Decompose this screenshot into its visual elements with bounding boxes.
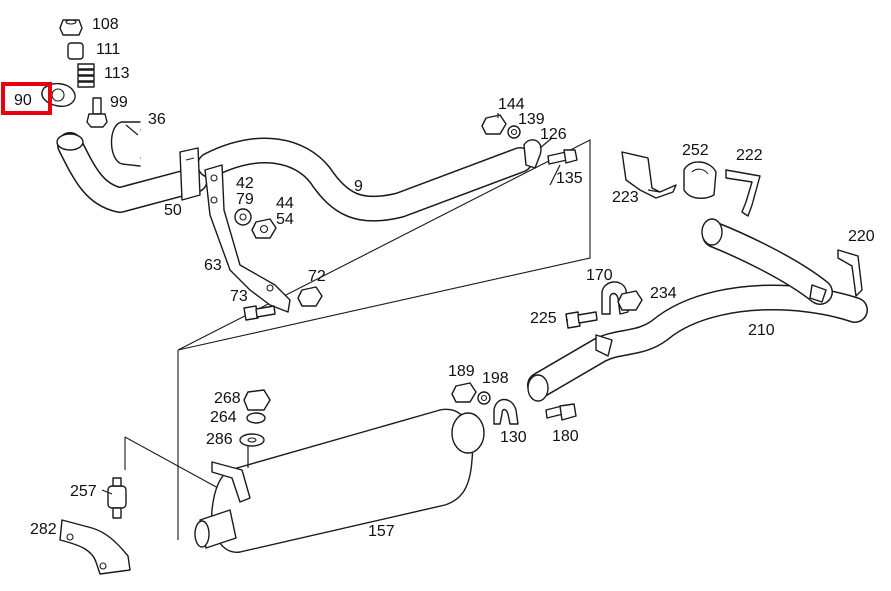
label-111[interactable]: 111 [96, 41, 120, 58]
label-126[interactable]: 126 [540, 126, 567, 143]
hanger-223[interactable] [621, 151, 677, 199]
assembly-outline [124, 139, 591, 540]
label-99[interactable]: 99 [110, 94, 128, 111]
label-54[interactable]: 54 [276, 211, 294, 228]
bolt-180[interactable] [545, 403, 577, 421]
label-42[interactable]: 42 [236, 175, 254, 192]
highlight-box [1, 82, 52, 115]
gasket-90[interactable] [41, 82, 76, 107]
bushing-111[interactable] [67, 42, 84, 60]
label-225[interactable]: 225 [530, 310, 557, 327]
washer-286[interactable] [239, 433, 265, 447]
label-282[interactable]: 282 [30, 521, 57, 538]
hanger-220[interactable] [837, 249, 863, 297]
clamp-50[interactable] [179, 147, 201, 201]
label-189[interactable]: 189 [448, 363, 475, 380]
label-264[interactable]: 264 [210, 409, 237, 426]
nut-268[interactable] [243, 389, 271, 411]
label-180[interactable]: 180 [552, 428, 579, 445]
highlighted-callout-90[interactable]: 90 [1, 82, 52, 115]
bracket-63[interactable] [204, 164, 291, 313]
rear-pipe-210[interactable] [527, 218, 868, 402]
label-90[interactable]: 90 [14, 92, 32, 109]
label-44[interactable]: 44 [276, 195, 294, 212]
clamp-126[interactable] [523, 139, 542, 169]
u-bolt-36[interactable] [110, 121, 141, 167]
label-268[interactable]: 268 [214, 390, 241, 407]
nut-144[interactable] [481, 114, 507, 135]
bolt-73[interactable] [243, 305, 276, 321]
callout-labels: 108 111 113 99 36 50 9 42 79 44 54 63 72… [30, 16, 875, 540]
label-198[interactable]: 198 [482, 370, 509, 387]
bolt-225[interactable] [565, 311, 598, 329]
bolt-135[interactable] [547, 149, 578, 165]
label-36[interactable]: 36 [148, 111, 166, 128]
label-113[interactable]: 113 [104, 65, 130, 82]
bracket-282[interactable] [59, 519, 131, 575]
label-9[interactable]: 9 [354, 178, 363, 195]
label-63[interactable]: 63 [204, 257, 222, 274]
mount-257[interactable] [107, 477, 127, 519]
muffler-157[interactable] [194, 408, 485, 553]
intermediate-pipe-9[interactable] [197, 137, 533, 222]
label-139[interactable]: 139 [518, 111, 545, 128]
label-73[interactable]: 73 [230, 288, 248, 305]
label-220[interactable]: 220 [848, 228, 875, 245]
spring-113[interactable] [77, 63, 95, 88]
label-170[interactable]: 170 [586, 267, 613, 284]
front-pipe[interactable] [56, 132, 208, 213]
label-108[interactable]: 108 [92, 16, 119, 33]
nut-108[interactable] [59, 19, 83, 36]
label-222[interactable]: 222 [736, 147, 763, 164]
label-210[interactable]: 210 [748, 322, 775, 339]
label-286[interactable]: 286 [206, 431, 233, 448]
bolt-99[interactable] [86, 97, 108, 128]
washer-264[interactable] [246, 412, 266, 424]
label-252[interactable]: 252 [682, 142, 709, 159]
leader-lines [101, 113, 661, 495]
nut-189[interactable] [451, 382, 477, 403]
label-130[interactable]: 130 [500, 429, 527, 446]
label-257[interactable]: 257 [70, 483, 97, 500]
label-144[interactable]: 144 [498, 96, 525, 113]
rubber-mount-252[interactable] [683, 161, 717, 199]
label-234[interactable]: 234 [650, 285, 677, 302]
washer-42-79[interactable] [234, 208, 252, 226]
label-157[interactable]: 157 [368, 523, 395, 540]
label-50[interactable]: 50 [164, 202, 182, 219]
nut-72[interactable] [297, 286, 323, 307]
nut-234[interactable] [617, 290, 643, 311]
washer-139[interactable] [507, 125, 521, 139]
nut-44-54[interactable] [251, 218, 277, 239]
washer-198[interactable] [477, 391, 491, 405]
label-135[interactable]: 135 [556, 170, 583, 187]
hanger-222[interactable] [725, 169, 761, 217]
label-79[interactable]: 79 [236, 191, 254, 208]
clamp-130[interactable] [493, 398, 519, 425]
label-72[interactable]: 72 [308, 268, 326, 285]
label-223[interactable]: 223 [612, 189, 639, 206]
